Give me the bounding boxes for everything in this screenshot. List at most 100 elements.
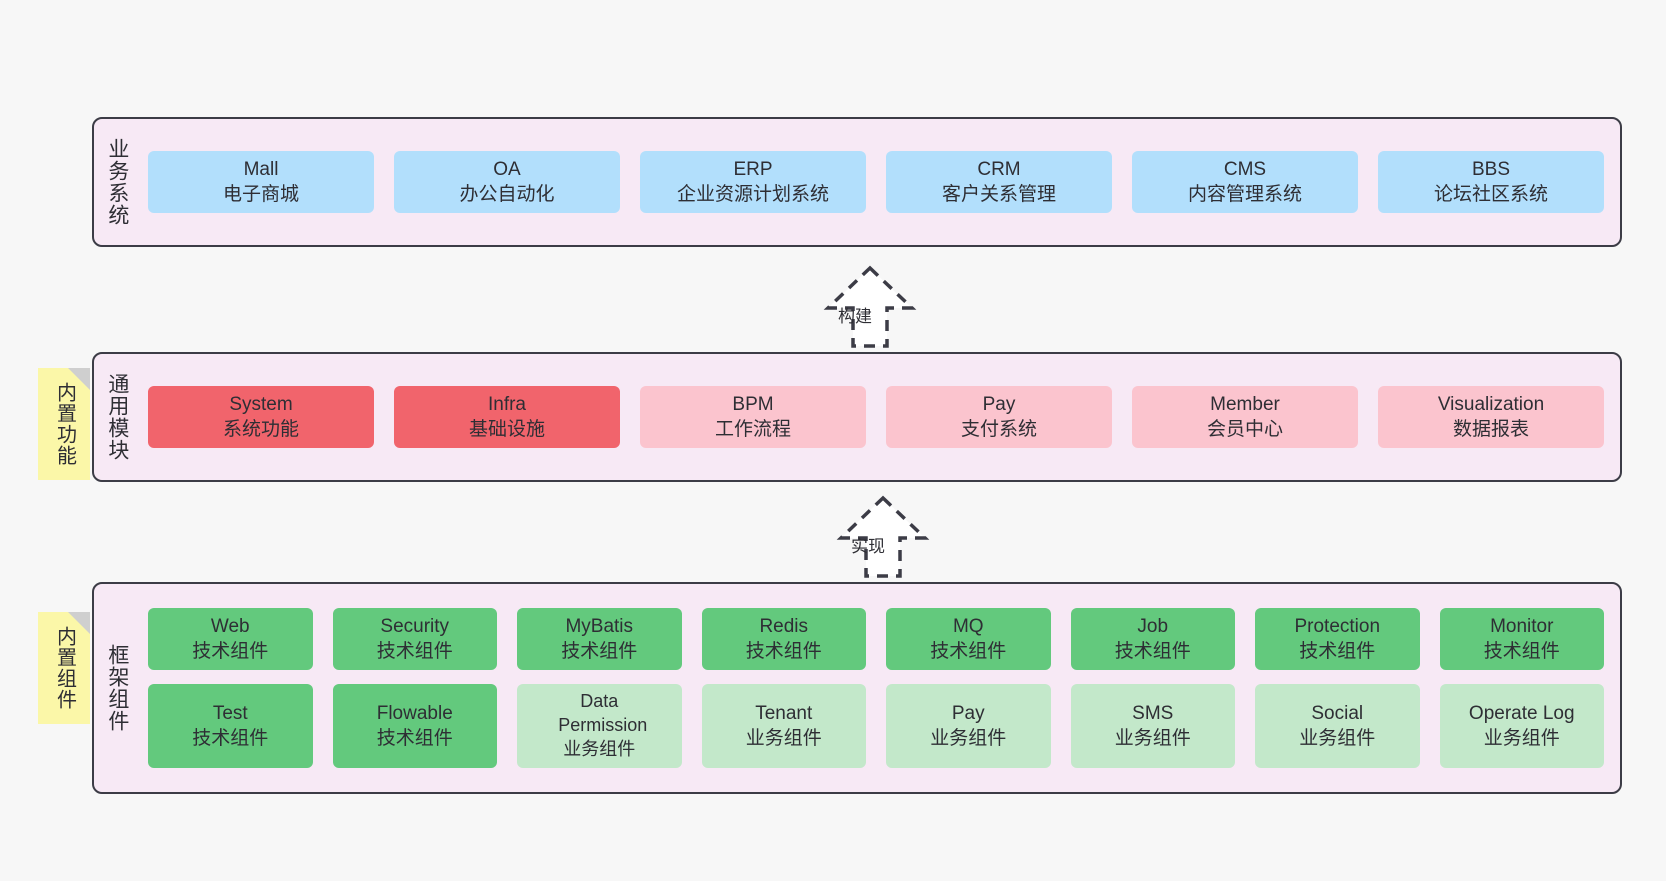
node-title: Tenant [755, 703, 813, 724]
node-title: CMS [1223, 158, 1267, 180]
node-title: System [229, 393, 293, 415]
node-title: Web [210, 616, 250, 638]
node-subtitle: 技术组件 [930, 641, 1007, 663]
node-subtitle: 技术组件 [192, 728, 269, 750]
node-title: Redis [759, 616, 809, 638]
node-operate-log[interactable]: Operate Log 业务组件 [1439, 684, 1604, 768]
node-subtitle: 业务组件 [1483, 728, 1560, 750]
layer-body-business-systems: Mall 电子商城 OA 办公自动化 ERP 企业资源计划系统 CRM 客户关系… [140, 119, 1620, 245]
node-title: Visualization [1437, 393, 1545, 415]
node-subtitle: 支付系统 [960, 419, 1037, 440]
layer-row: Test 技术组件 Flowable 技术组件 Data Permission … [148, 684, 1604, 768]
node-tenant[interactable]: Tenant 业务组件 [701, 684, 866, 768]
node-title: Test [212, 703, 248, 724]
layer-row: Mall 电子商城 OA 办公自动化 ERP 企业资源计划系统 CRM 客户关系… [148, 150, 1604, 214]
node-title: MQ [952, 616, 984, 638]
node-subtitle: 办公自动化 [459, 184, 555, 205]
node-subtitle: 论坛社区系统 [1433, 184, 1548, 205]
node-title: Flowable [376, 703, 453, 724]
node-system[interactable]: System 系统功能 [148, 385, 374, 449]
node-bpm[interactable]: BPM 工作流程 [640, 385, 866, 449]
node-subtitle: 数据报表 [1452, 419, 1529, 440]
node-subtitle: 业务组件 [745, 728, 822, 750]
note-label: 内置功能 [53, 382, 76, 466]
node-title: SMS [1132, 703, 1174, 724]
connector-build: 构建 [790, 262, 950, 352]
node-subtitle: 业务组件 [1114, 728, 1191, 750]
node-crm[interactable]: CRM 客户关系管理 [886, 150, 1112, 214]
node-monitor[interactable]: Monitor 技术组件 [1439, 608, 1604, 671]
node-subtitle: 技术组件 [376, 641, 453, 663]
layer-label-business-systems: 业务系统 [105, 138, 129, 226]
layer-panel-general-modules: 通用模块 System 系统功能 Infra 基础设施 BPM 工作流程 Pay… [92, 352, 1622, 482]
node-job[interactable]: Job 技术组件 [1070, 608, 1235, 671]
node-title: Member [1210, 393, 1280, 415]
node-title: Job [1137, 616, 1169, 638]
node-oa[interactable]: OA 办公自动化 [394, 150, 620, 214]
node-title: MyBatis [565, 616, 634, 638]
node-visualization[interactable]: Visualization 数据报表 [1378, 385, 1604, 449]
node-member[interactable]: Member 会员中心 [1132, 385, 1358, 449]
node-title: CRM [977, 158, 1021, 180]
node-title: ERP [733, 158, 773, 180]
node-subtitle: 系统功能 [222, 419, 299, 440]
node-title: Social [1311, 703, 1364, 724]
node-subtitle: 技术组件 [376, 728, 453, 750]
node-subtitle: 电子商城 [222, 184, 299, 205]
node-web[interactable]: Web 技术组件 [148, 608, 313, 671]
node-pay-module[interactable]: Pay 支付系统 [886, 385, 1112, 449]
node-subtitle: 内容管理系统 [1187, 184, 1302, 205]
node-title: Pay [951, 703, 985, 724]
layer-row: System 系统功能 Infra 基础设施 BPM 工作流程 Pay 支付系统… [148, 385, 1604, 449]
note-builtin-components: 内置组件 [38, 612, 90, 724]
node-subtitle: 客户关系管理 [941, 184, 1056, 205]
layer-body-framework-components: Web 技术组件 Security 技术组件 MyBatis 技术组件 Redi… [140, 584, 1620, 792]
node-subtitle: 技术组件 [745, 641, 822, 663]
connector-build-label: 构建 [838, 307, 872, 326]
node-protection[interactable]: Protection 技术组件 [1255, 608, 1420, 671]
node-mybatis[interactable]: MyBatis 技术组件 [517, 608, 682, 671]
connector-implement-label: 实现 [851, 537, 885, 556]
node-flowable[interactable]: Flowable 技术组件 [332, 684, 497, 768]
node-subtitle: 业务组件 [1299, 728, 1376, 750]
node-title: Operate Log [1468, 703, 1575, 724]
node-title: Infra [487, 393, 527, 415]
node-test[interactable]: Test 技术组件 [148, 684, 313, 768]
node-subtitle: 基础设施 [468, 419, 545, 440]
node-subtitle: 工作流程 [714, 419, 791, 440]
node-title: Pay [982, 393, 1016, 415]
node-redis[interactable]: Redis 技术组件 [701, 608, 866, 671]
node-infra[interactable]: Infra 基础设施 [394, 385, 620, 449]
layer-body-general-modules: System 系统功能 Infra 基础设施 BPM 工作流程 Pay 支付系统… [140, 354, 1620, 480]
node-subtitle: 技术组件 [1114, 641, 1191, 663]
node-sms[interactable]: SMS 业务组件 [1070, 684, 1235, 768]
note-label: 内置组件 [53, 626, 76, 710]
node-title: Security [380, 616, 450, 638]
node-cms[interactable]: CMS 内容管理系统 [1132, 150, 1358, 214]
node-social[interactable]: Social 业务组件 [1255, 684, 1420, 768]
node-title: Protection [1294, 616, 1381, 638]
node-bbs[interactable]: BBS 论坛社区系统 [1378, 150, 1604, 214]
node-subtitle: 技术组件 [192, 641, 269, 663]
node-title: OA [493, 158, 521, 180]
node-security[interactable]: Security 技术组件 [332, 608, 497, 671]
node-subtitle: 会员中心 [1206, 419, 1283, 440]
note-fold-corner-icon [68, 368, 90, 390]
note-fold-corner-icon [68, 612, 90, 634]
node-data-permission[interactable]: Data Permission 业务组件 [517, 684, 682, 768]
node-pay-component[interactable]: Pay 业务组件 [886, 684, 1051, 768]
node-title: Data Permission [558, 691, 648, 736]
connector-build-icon [823, 265, 917, 348]
connector-implement: 实现 [803, 492, 963, 582]
layer-panel-business-systems: 业务系统 Mall 电子商城 OA 办公自动化 ERP 企业资源计划系统 CRM… [92, 117, 1622, 247]
node-erp[interactable]: ERP 企业资源计划系统 [640, 150, 866, 214]
node-title: BPM [732, 393, 774, 415]
node-title: Mall [243, 158, 279, 180]
node-mall[interactable]: Mall 电子商城 [148, 150, 374, 214]
note-builtin-features: 内置功能 [38, 368, 90, 480]
node-subtitle: 技术组件 [1299, 641, 1376, 663]
node-title: Monitor [1490, 616, 1554, 638]
node-mq[interactable]: MQ 技术组件 [886, 608, 1051, 671]
node-subtitle: 企业资源计划系统 [676, 184, 829, 205]
node-subtitle: 业务组件 [930, 728, 1007, 750]
